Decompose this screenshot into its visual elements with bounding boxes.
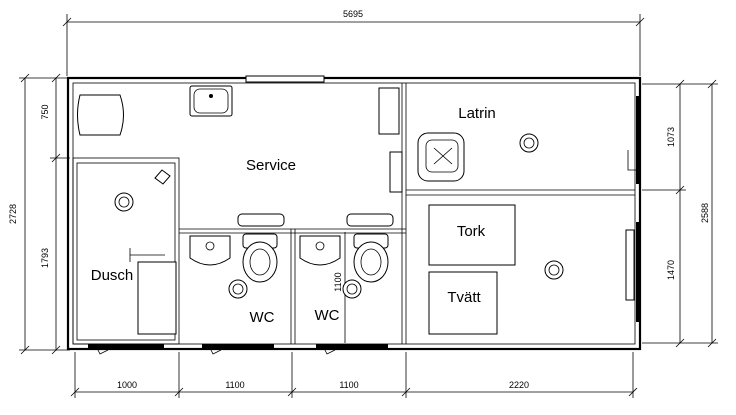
dim-bottom-3: 1100 [339, 380, 358, 390]
dim-wc-inner: 1100 [333, 272, 343, 291]
fixtures [77, 85, 640, 355]
room-label-latrin: Latrin [458, 105, 496, 122]
latrin-basin-icon [417, 132, 465, 182]
dim-left-upper: 750 [40, 104, 50, 119]
dim-bottom-1: 1000 [117, 380, 137, 390]
dim-right-lower: 1470 [666, 260, 676, 280]
dim-left-lower: 1793 [40, 248, 50, 268]
room-label-tvatt: Tvätt [447, 289, 481, 306]
wc2-sink-icon [299, 235, 341, 266]
wc2-toilet-icon [353, 241, 389, 283]
floor-drain-icon [114, 192, 134, 212]
wc1-sink-icon [189, 235, 231, 266]
room-label-wc2: WC [315, 307, 340, 324]
wc2-drain-icon [342, 279, 362, 299]
sink-icon [189, 85, 233, 117]
dim-left-total: 2728 [8, 204, 18, 224]
tork-unit [428, 204, 516, 266]
seat-icon [77, 94, 124, 136]
wc1-cistern [237, 213, 285, 227]
dim-bottom-4: 2220 [509, 380, 529, 390]
room-label-service: Service [246, 157, 296, 174]
dim-right-total: 2588 [700, 203, 710, 223]
room-label-wc1: WC [250, 309, 275, 326]
latrin-drain-icon [519, 133, 539, 153]
dim-right-upper: 1073 [666, 127, 676, 147]
dim-top: 5695 [343, 9, 363, 19]
wc1-drain-icon [228, 279, 248, 299]
utility-drain-icon [544, 260, 564, 280]
wc2-cistern [346, 213, 394, 227]
shower-head-icon [154, 169, 171, 185]
wc1-toilet-icon [242, 241, 278, 283]
room-label-tork: Tork [457, 223, 486, 240]
dim-bottom-2: 1100 [225, 380, 244, 390]
room-label-dusch: Dusch [91, 267, 134, 284]
tvatt-unit [428, 271, 498, 335]
dimension-lines [19, 14, 718, 398]
